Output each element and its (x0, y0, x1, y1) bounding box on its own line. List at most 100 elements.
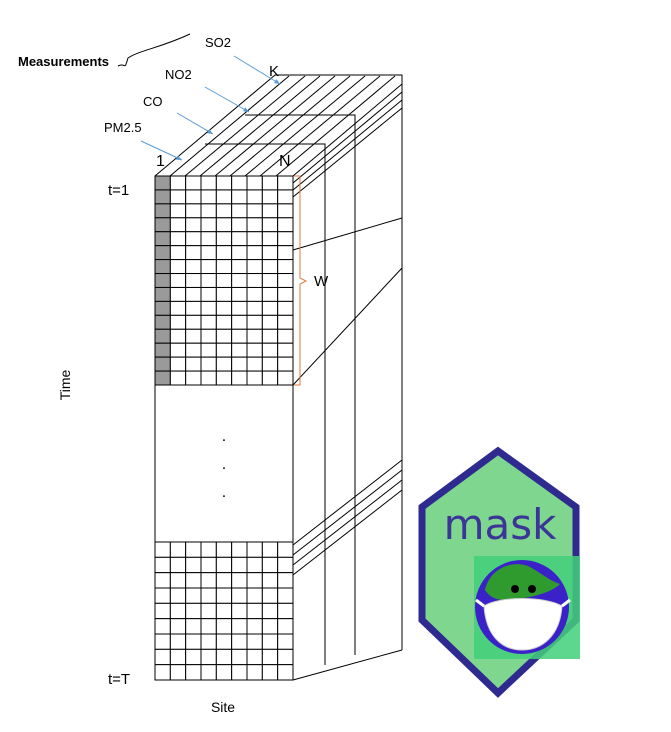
grid-cell (200, 175, 217, 191)
grid-cell (169, 587, 187, 604)
grid-cell (246, 300, 263, 316)
site-axis-label: Site (211, 699, 235, 715)
window-brace (294, 175, 308, 386)
grid-cell (215, 189, 233, 205)
grid-cell (169, 602, 187, 620)
grid-cell (231, 203, 248, 219)
grid-cell (185, 541, 202, 558)
grid-cell (277, 602, 294, 620)
grid-cell (185, 664, 202, 681)
grid-cell (169, 633, 187, 650)
globe-land (485, 564, 560, 601)
grid-cell (246, 175, 263, 191)
grid-cell (277, 572, 294, 589)
grid-cell (215, 259, 233, 275)
measurements-brace (117, 33, 191, 67)
grid-cell (277, 273, 294, 288)
grid-cell (200, 342, 217, 358)
grid-cell (277, 314, 294, 330)
grid-cell (261, 175, 279, 191)
grid-cell (154, 370, 171, 386)
grid-cell (261, 342, 279, 358)
grid-cell (200, 633, 217, 650)
grid-cell (185, 342, 202, 358)
arrowhead (274, 79, 280, 84)
window-grid-top (154, 175, 294, 386)
grid-cell (246, 314, 263, 330)
grid-cell (185, 231, 202, 247)
measurements-label: Measurements (18, 54, 109, 69)
grid-cell (154, 648, 171, 666)
grid-cell (277, 328, 294, 344)
grid-cell (246, 572, 263, 589)
grid-cell (261, 541, 279, 558)
globe-eye-right (528, 585, 536, 593)
grid-cell (215, 175, 233, 191)
grid-cell (277, 259, 294, 275)
grid-cell (215, 587, 233, 604)
grid-cell (246, 189, 263, 205)
grid-cell (231, 572, 248, 589)
grid-cell (215, 203, 233, 219)
grid-cell (261, 245, 279, 261)
grid-cell (154, 314, 171, 330)
grid-cell (215, 572, 233, 589)
grid-cell (246, 541, 263, 558)
face-mask-icon (483, 598, 563, 651)
grid-cell (169, 231, 187, 247)
grid-cell (169, 356, 187, 372)
grid-cell (200, 259, 217, 275)
grid-cell (169, 572, 187, 589)
grid-cell (261, 189, 279, 205)
grid-cell (185, 203, 202, 219)
grid-cell (200, 664, 217, 681)
grid-cell (261, 259, 279, 275)
grid-cell (231, 245, 248, 261)
grid-cell (246, 342, 263, 358)
arrowhead (207, 129, 213, 134)
grid-cell (154, 217, 171, 233)
site-end-label: N (279, 153, 291, 170)
grid-cell (277, 664, 294, 681)
grid-cell (154, 541, 171, 558)
grid-cell (246, 664, 263, 681)
grid-cell (261, 648, 279, 666)
grid-cell (261, 633, 279, 650)
grid-cell (231, 541, 248, 558)
time-start-label: t=1 (108, 182, 129, 199)
time-end-label: t=T (108, 671, 130, 688)
grid-cell (215, 664, 233, 681)
ellipsis-dot-1: . (222, 428, 226, 445)
grid-cell (277, 245, 294, 261)
grid-cell (231, 356, 248, 372)
layer-label-no2: NO2 (165, 67, 192, 82)
grid-cell (169, 618, 187, 635)
grid-cell (154, 342, 171, 358)
grid-cell (154, 633, 171, 650)
grid-cell (169, 300, 187, 316)
grid-cell (185, 328, 202, 344)
grid-cell (261, 231, 279, 247)
grid-cell (261, 602, 279, 620)
grid-cell (215, 328, 233, 344)
grid-cell (185, 189, 202, 205)
grid-cell (246, 618, 263, 635)
grid-cell (231, 175, 248, 191)
grid-cell (215, 602, 233, 620)
grid-cell (277, 300, 294, 316)
grid-cell (246, 328, 263, 344)
grid-cell (200, 245, 217, 261)
grid-cell (200, 300, 217, 316)
grid-cell (231, 664, 248, 681)
grid-cell (231, 217, 248, 233)
grid-cell (277, 342, 294, 358)
grid-cell (154, 286, 171, 302)
grid-cell (154, 356, 171, 372)
grid-cell (154, 328, 171, 344)
grid-cell (169, 245, 187, 261)
grid-cell (185, 556, 202, 574)
grid-cell (215, 217, 233, 233)
grid-cell (277, 648, 294, 666)
grid-cell (200, 203, 217, 219)
